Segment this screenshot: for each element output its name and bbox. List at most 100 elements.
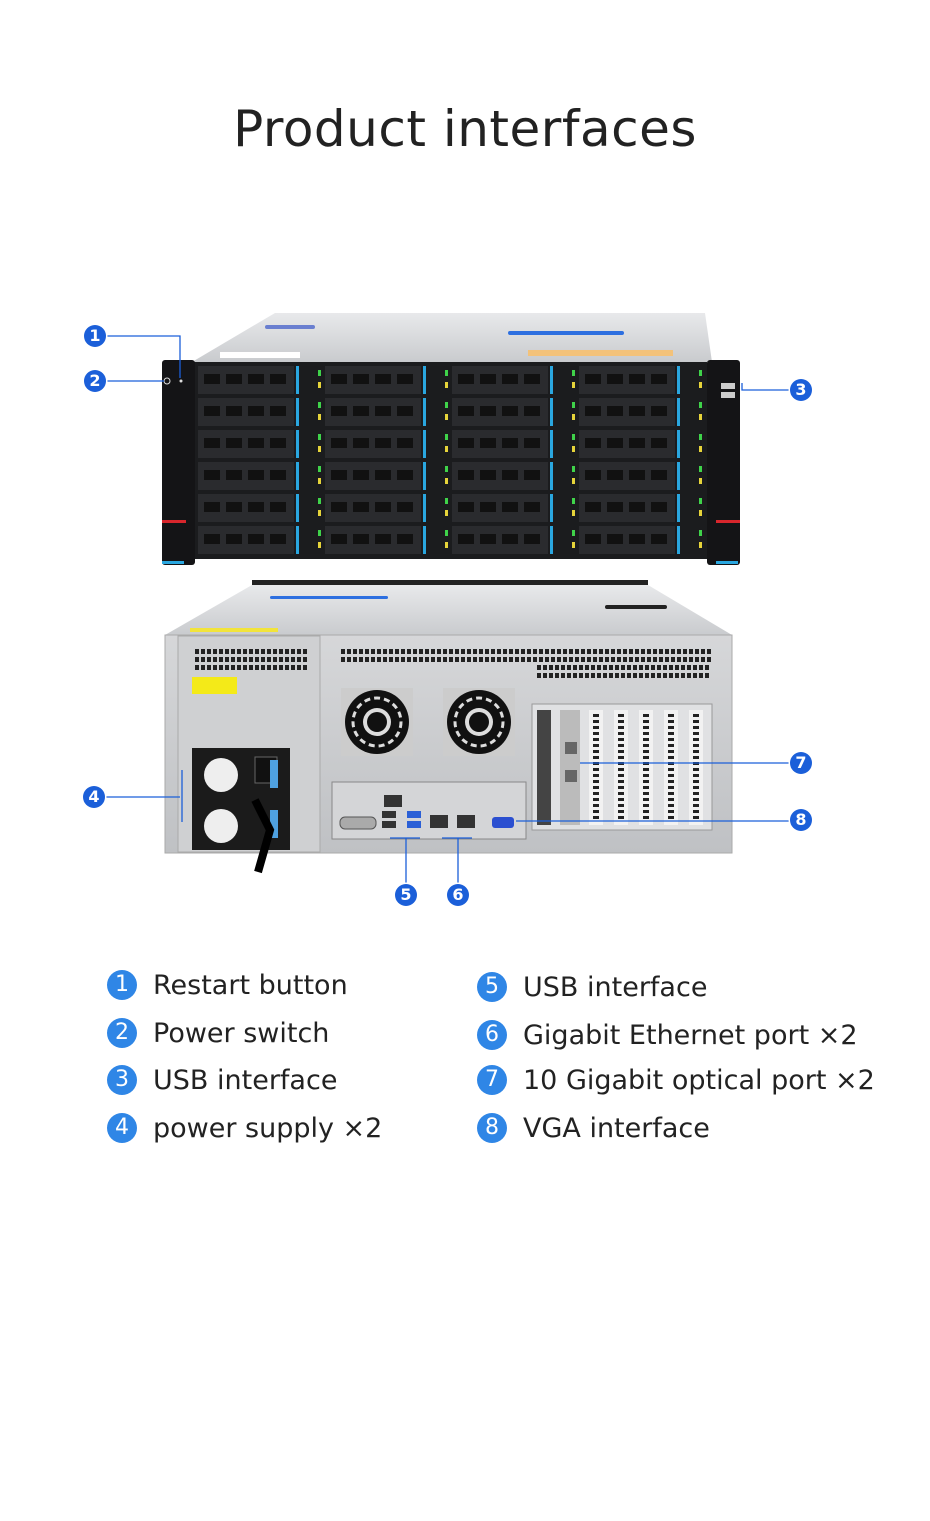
vent-hole: [555, 673, 559, 678]
slot-vent: [618, 816, 624, 819]
vent-hole: [557, 657, 561, 662]
legend-badge: 7: [477, 1065, 507, 1095]
drive-bay-grille: [502, 406, 518, 416]
drive-bay-accent: [677, 398, 680, 426]
vent-hole: [609, 665, 613, 670]
vent-hole: [671, 649, 675, 654]
slot-vent: [618, 744, 624, 747]
vent-hole: [705, 665, 709, 670]
drive-bay-grille: [226, 534, 242, 544]
drive-bay-accent: [677, 366, 680, 394]
vent-hole: [549, 665, 553, 670]
vent-hole: [605, 657, 609, 662]
drive-bay-grille: [204, 406, 220, 416]
vent-hole: [567, 673, 571, 678]
vent-hole: [659, 649, 663, 654]
drive-bay-grille: [524, 406, 540, 416]
drive-led-yellow: [445, 478, 448, 484]
drive-bay-accent: [423, 462, 426, 490]
vent-hole: [633, 673, 637, 678]
slot-vent: [593, 780, 599, 783]
slot-vent: [593, 750, 599, 753]
drive-led-yellow: [318, 542, 321, 548]
drive-bay-accent: [296, 494, 299, 522]
drive-bay-grille: [248, 534, 264, 544]
drive-bay-grille: [585, 502, 601, 512]
drive-bay-grille: [524, 438, 540, 448]
vent-hole: [575, 649, 579, 654]
drive-bay-grille: [331, 406, 347, 416]
vent-hole: [413, 649, 417, 654]
vent-hole: [641, 657, 645, 662]
vent-hole: [605, 649, 609, 654]
vent-hole: [569, 657, 573, 662]
drive-led-yellow: [318, 382, 321, 388]
callout-7: 7: [790, 752, 812, 774]
vent-hole: [449, 649, 453, 654]
drive-led-yellow: [572, 478, 575, 484]
drive-bay-grille: [458, 534, 474, 544]
vent-hole: [611, 657, 615, 662]
ear-blue-stripe: [716, 561, 738, 564]
ethernet-port-icon: [457, 815, 475, 828]
drive-bay-grille: [248, 374, 264, 384]
vent-hole: [687, 673, 691, 678]
callout-5: 5: [395, 884, 417, 906]
drive-bay-accent: [550, 526, 553, 554]
vent-hole: [621, 665, 625, 670]
slot-vent: [693, 756, 699, 759]
vent-hole: [551, 657, 555, 662]
vent-hole: [545, 649, 549, 654]
vent-hole: [587, 657, 591, 662]
drive-bay-grille: [270, 374, 286, 384]
drive-bay-accent: [550, 494, 553, 522]
drive-bay-grille: [353, 438, 369, 448]
callout-lines: [105, 335, 790, 884]
vent-hole: [201, 649, 205, 654]
drive-bays: [198, 366, 702, 554]
drive-led-green: [445, 498, 448, 504]
vent-hole: [207, 649, 211, 654]
pcie-slot-covers: [589, 710, 703, 825]
vent-hole: [389, 657, 393, 662]
drive-led-green: [445, 370, 448, 376]
drive-bay-accent: [677, 494, 680, 522]
vent-hole: [687, 665, 691, 670]
vent-hole: [195, 657, 199, 662]
vent-hole: [267, 649, 271, 654]
vent-hole: [201, 657, 205, 662]
vent-hole: [701, 657, 705, 662]
vent-hole: [683, 649, 687, 654]
vent-hole: [347, 657, 351, 662]
vent-hole: [219, 649, 223, 654]
drive-led-green: [318, 466, 321, 472]
slot-vent: [593, 720, 599, 723]
legend-badge: 6: [477, 1020, 507, 1050]
vent-hole: [635, 649, 639, 654]
slot-vent: [668, 774, 674, 777]
vent-hole: [647, 657, 651, 662]
vent-hole: [561, 673, 565, 678]
vent-hole: [431, 649, 435, 654]
slot-vent: [643, 756, 649, 759]
vent-hole: [219, 657, 223, 662]
lid-latch: [265, 325, 315, 329]
legend-label: Restart button: [153, 969, 348, 1001]
vent-hole: [255, 649, 259, 654]
slot-vent: [618, 804, 624, 807]
drive-bay-accent: [677, 462, 680, 490]
vent-hole: [497, 649, 501, 654]
vent-hole: [279, 649, 283, 654]
vent-hole: [623, 657, 627, 662]
drive-bay-grille: [397, 406, 413, 416]
vent-hole: [633, 665, 637, 670]
vent-hole: [461, 657, 465, 662]
drive-bay-grille: [502, 374, 518, 384]
slot-vent: [618, 756, 624, 759]
usb-port-icon: [721, 392, 735, 398]
drive-led-yellow: [699, 478, 702, 484]
vent-hole: [677, 657, 681, 662]
vent-hole: [231, 649, 235, 654]
